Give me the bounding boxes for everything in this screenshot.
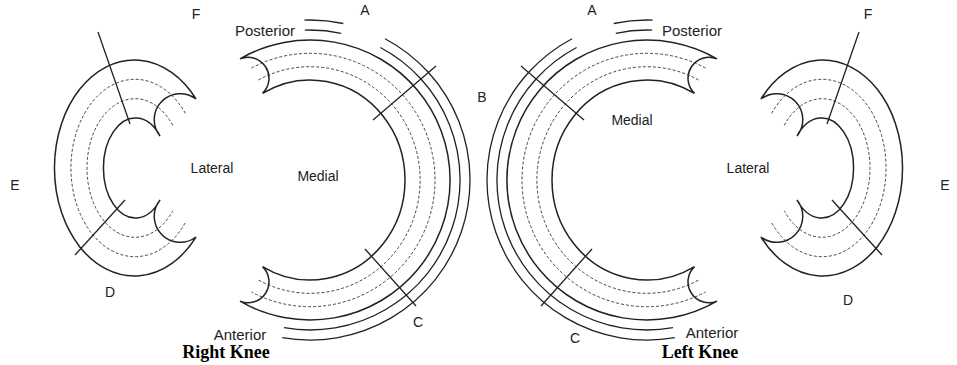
- meniscus-label: Medial: [297, 169, 338, 183]
- lateral-meniscus-zone-line: [87, 99, 173, 238]
- segment-divider: [98, 32, 130, 124]
- segment-divider: [827, 32, 859, 124]
- segment-letter: D: [105, 285, 115, 299]
- segment-arc: [284, 48, 460, 330]
- direction-label: Anterior: [214, 327, 267, 342]
- meniscus-label: Medial: [611, 113, 652, 127]
- lateral-meniscus-zone-line: [784, 99, 870, 238]
- lateral-meniscus-zone-line: [772, 79, 886, 256]
- left-knee-menisci: [487, 20, 903, 340]
- right-knee-menisci: [54, 20, 470, 340]
- segment-letter: E: [10, 178, 19, 192]
- direction-label: Posterior: [662, 23, 722, 38]
- lateral-meniscus-outline: [761, 60, 903, 276]
- segment-letter: C: [413, 315, 423, 329]
- segment-arc: [305, 30, 341, 33]
- segment-letter: A: [587, 3, 596, 17]
- medial-meniscus-zone-line: [522, 53, 706, 306]
- segment-letter: E: [940, 178, 949, 192]
- segment-divider: [521, 66, 584, 120]
- medial-meniscus-zone-line: [251, 53, 435, 306]
- segment-arc: [282, 39, 470, 340]
- segment-divider: [373, 66, 436, 120]
- segment-letter: F: [192, 7, 201, 21]
- segment-letter: B: [477, 90, 486, 104]
- lateral-meniscus-outline: [54, 60, 196, 276]
- segment-letter: F: [864, 7, 873, 21]
- knee-caption: Right Knee: [182, 343, 270, 361]
- segment-divider: [365, 249, 416, 306]
- segment-arc: [304, 20, 343, 23]
- segment-arc: [487, 39, 675, 340]
- knee-caption: Left Knee: [662, 343, 738, 361]
- segment-divider: [75, 200, 125, 255]
- segment-letter: D: [843, 293, 853, 307]
- segment-letter: C: [570, 331, 580, 345]
- segment-arc: [614, 20, 653, 23]
- direction-label: Anterior: [686, 325, 739, 340]
- meniscus-label: Lateral: [191, 161, 234, 175]
- medial-meniscus-outline: [507, 40, 717, 320]
- medial-meniscus-outline: [240, 40, 450, 320]
- meniscus-label: Lateral: [727, 161, 770, 175]
- segment-divider: [541, 249, 592, 306]
- segment-letter: A: [360, 3, 369, 17]
- segment-divider: [832, 200, 882, 255]
- direction-label: Posterior: [235, 23, 295, 38]
- segment-arc: [497, 48, 673, 330]
- segment-arc: [616, 30, 652, 33]
- lateral-meniscus-zone-line: [71, 79, 185, 256]
